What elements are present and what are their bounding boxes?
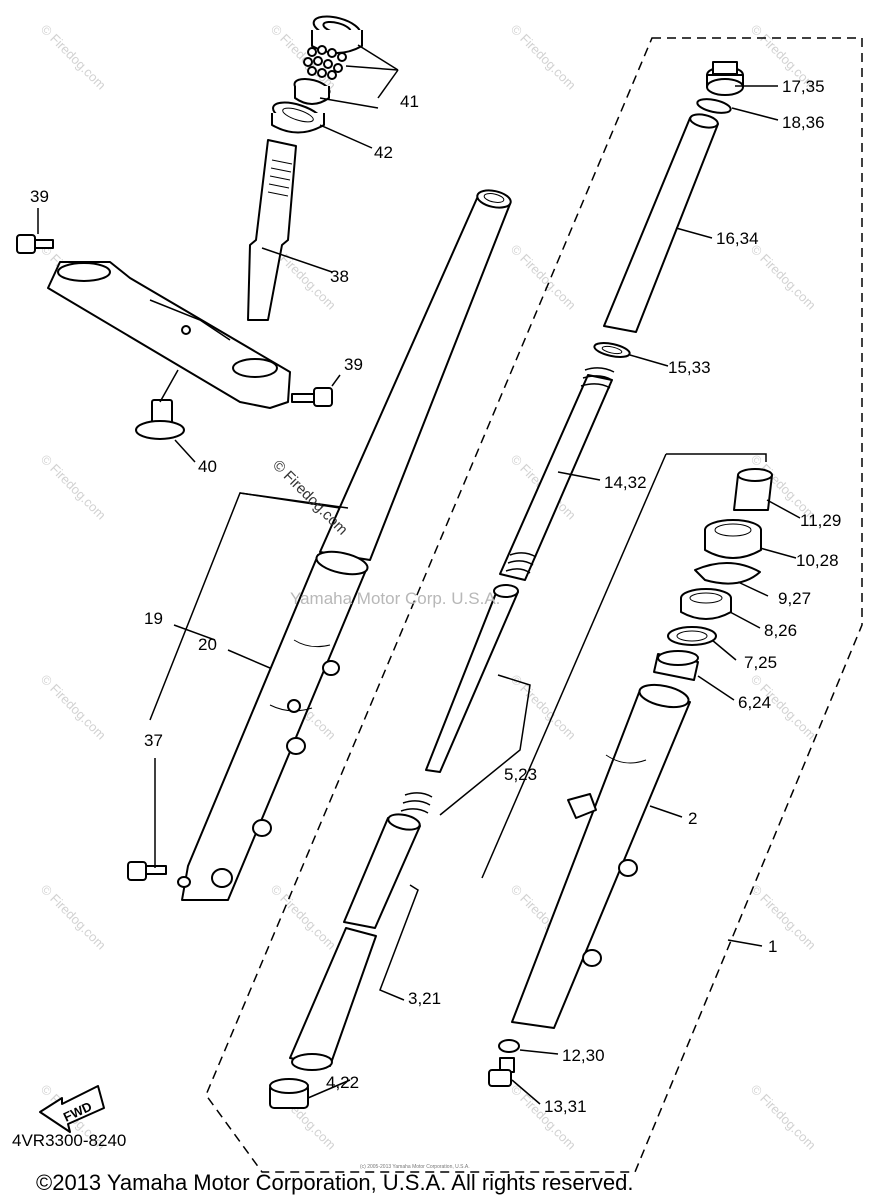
firedog-watermark: © Firedog.com — [748, 1082, 819, 1153]
leader-lines — [37, 44, 801, 1105]
small-copyright-notice: (c) 2005-2013 Yamaha Motor Corporation, … — [360, 1164, 470, 1170]
washer-12 — [498, 1039, 520, 1053]
oil-seal-10 — [704, 519, 762, 559]
firedog-watermark: © Firedog.com — [268, 882, 339, 953]
steering-stem-38 — [247, 139, 297, 321]
firedog-watermark-main: © Firedog.com — [269, 457, 351, 539]
firedog-watermark: © Firedog.com — [508, 242, 579, 313]
washer-7 — [667, 626, 717, 646]
steering-stem-group — [16, 15, 363, 440]
callout-18-36: 18,36 — [782, 113, 825, 132]
firedog-watermark: © Firedog.com — [38, 452, 109, 523]
callout-38: 38 — [330, 267, 349, 286]
callout-9-27: 9,27 — [778, 589, 811, 608]
callout-1: 1 — [768, 937, 777, 956]
firedog-watermark: © Firedog.com — [748, 242, 819, 313]
assembly-dashed-outline — [205, 37, 863, 1173]
oil-seal-washer-8 — [680, 588, 732, 620]
cap-bolt-17 — [706, 61, 744, 96]
callout-12-30: 12,30 — [562, 1046, 605, 1065]
diagram-code: 4VR3300-8240 — [12, 1131, 126, 1150]
firedog-watermark: © Firedog.com — [38, 22, 109, 93]
firedog-watermark: © Firedog.com — [748, 882, 819, 953]
callout-37: 37 — [144, 731, 163, 750]
oil-lock-piece-4 — [269, 1078, 309, 1109]
damper-column — [269, 61, 744, 1109]
callout-41: 41 — [400, 92, 419, 111]
callout-19: 19 — [144, 609, 163, 628]
washer-15 — [593, 342, 631, 358]
firedog-watermark: © Firedog.com — [508, 22, 579, 93]
spacer-16 — [603, 117, 719, 333]
o-ring-18 — [696, 98, 732, 114]
firedog-watermark: © Firedog.com — [38, 882, 109, 953]
callout-13-31: 13,31 — [544, 1097, 587, 1116]
callout-39-left: 39 — [30, 187, 49, 206]
callout-16-34: 16,34 — [716, 229, 759, 248]
bushing-11 — [733, 468, 773, 511]
damper-rod-5 — [425, 587, 519, 773]
callout-labels: 41 42 39 38 39 40 17,35 18,36 16,34 15,3… — [30, 77, 841, 1116]
outer-tube-2 — [511, 689, 691, 1029]
callout-11-29: 11,29 — [800, 511, 841, 530]
callout-2: 2 — [688, 809, 697, 828]
watermark-layer: © Firedog.com © Firedog.com © Firedog.co… — [38, 22, 819, 1153]
callout-20: 20 — [198, 635, 217, 654]
callout-5-23: 5,23 — [504, 765, 537, 784]
callout-4-22: 4,22 — [326, 1073, 359, 1092]
bushing-6 — [653, 650, 699, 681]
right-outer-tube-group — [488, 468, 773, 1087]
callout-15-33: 15,33 — [668, 358, 711, 377]
callout-10-28: 10,28 — [796, 551, 839, 570]
bolt-39-right — [291, 387, 333, 407]
circlip-9 — [694, 561, 761, 585]
center-watermark: Yamaha Motor Corp. U.S.A. — [290, 589, 500, 608]
callout-6-24: 6,24 — [738, 693, 771, 712]
bolt-39-left — [16, 234, 54, 254]
bearing-balls-41 — [303, 45, 347, 80]
collar-40 — [135, 399, 185, 440]
callout-8-26: 8,26 — [764, 621, 797, 640]
fork-spring-14 — [499, 374, 613, 581]
under-bracket — [47, 261, 291, 409]
callout-39-right: 39 — [344, 355, 363, 374]
left-fork-assembly — [127, 189, 512, 901]
firedog-watermark: © Firedog.com — [508, 1082, 579, 1153]
callout-14-32: 14,32 — [604, 473, 647, 492]
copyright-footer: ©2013 Yamaha Motor Corporation, U.S.A. A… — [36, 1170, 633, 1195]
callout-3-21: 3,21 — [408, 989, 441, 1008]
bolt-37 — [127, 861, 191, 888]
inner-tube-19 — [319, 195, 511, 561]
lower-tube-3 — [343, 817, 421, 929]
callout-40: 40 — [198, 457, 217, 476]
callout-42: 42 — [374, 143, 393, 162]
bolt-13 — [488, 1057, 515, 1087]
callout-17-35: 17,35 — [782, 77, 825, 96]
callout-7-25: 7,25 — [744, 653, 777, 672]
firedog-watermark: © Firedog.com — [38, 672, 109, 743]
